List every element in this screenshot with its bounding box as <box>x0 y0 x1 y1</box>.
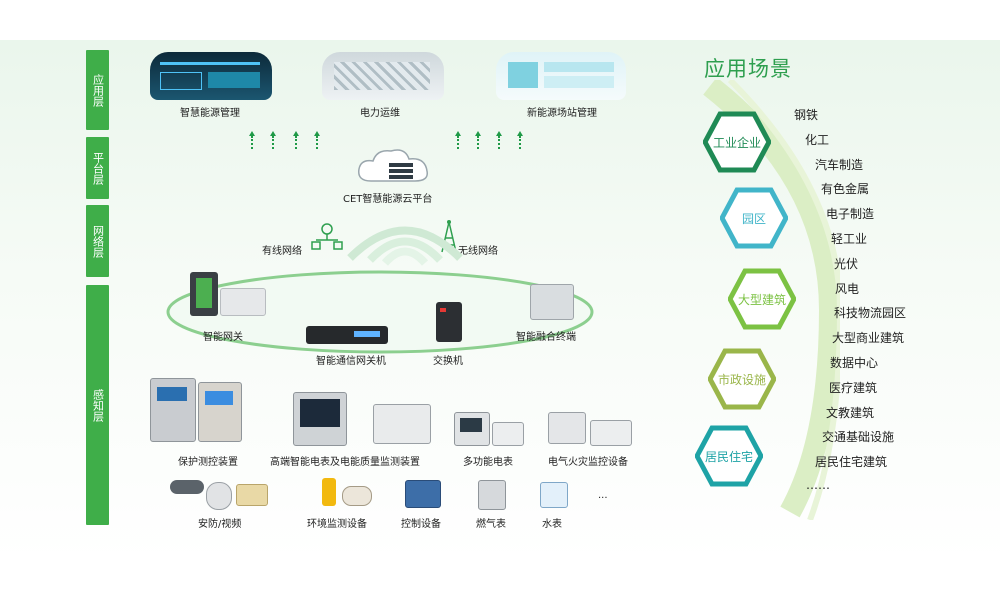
scene-hexagon-label: 园区 <box>741 212 766 226</box>
scene-hexagon <box>728 268 796 330</box>
app-label-newenergy: 新能源场站管理 <box>527 108 597 119</box>
scenes-title: 应用场景 <box>704 57 792 81</box>
scene-hexagon-label: 居民住宅 <box>704 450 753 464</box>
industry-item: 交通基础设施 <box>822 430 895 445</box>
power-quality-meter <box>293 392 347 446</box>
cloud-icon <box>358 149 428 182</box>
app-screen-ops <box>322 52 444 100</box>
device-label-switch: 交换机 <box>433 356 463 367</box>
industry-item: 汽车制造 <box>815 157 864 172</box>
up-arrow-stem <box>477 136 481 149</box>
network-ring <box>166 270 594 354</box>
switch-device <box>436 302 462 342</box>
sensing-label-meter: 高端智能电表及电能质量监测装置 <box>270 457 420 468</box>
sensing-label-fire: 电气火灾监控设备 <box>548 457 628 468</box>
gateway-module <box>220 288 266 316</box>
app-screen-newenergy <box>496 52 626 100</box>
more-devices-ellipsis: ... <box>598 490 608 501</box>
up-arrow-icon <box>249 131 255 136</box>
up-arrow-icon <box>455 131 461 136</box>
scene-hexagon-label: 市政设施 <box>717 373 766 387</box>
sensing-label-protection: 保护测控装置 <box>178 457 238 468</box>
industry-item: 文教建筑 <box>826 405 875 420</box>
camera-device <box>170 480 204 494</box>
gas-meter-device <box>478 480 506 510</box>
app-label-energy: 智慧能源管理 <box>180 108 240 119</box>
up-arrow-icon <box>496 131 502 136</box>
industry-item: 有色金属 <box>821 182 870 197</box>
dome-camera-device <box>206 482 232 510</box>
device-label-fusion-terminal: 智能融合终端 <box>516 332 576 343</box>
wired-network-icon <box>311 223 343 250</box>
industry-item: 数据中心 <box>830 356 879 370</box>
multifunction-meter-module <box>492 422 524 446</box>
device-label-comm-gateway: 智能通信网关机 <box>316 356 386 367</box>
layer-label-network: 网络层 <box>86 205 109 277</box>
scene-hexagon-label: 工业企业 <box>712 136 761 150</box>
up-arrow-icon <box>270 131 276 136</box>
water-meter-device <box>540 482 568 508</box>
comm-gateway-device <box>306 326 388 344</box>
industry-item: 科技物流园区 <box>834 306 907 321</box>
device-label-gateway: 智能网关 <box>203 332 243 343</box>
video-panel-device <box>236 484 268 506</box>
up-arrow-stem <box>251 136 255 149</box>
protection-relay-device <box>150 378 196 442</box>
up-arrow-icon <box>293 131 299 136</box>
industry-item: 光伏 <box>834 256 859 271</box>
industry-item: 居民住宅建筑 <box>815 455 888 470</box>
up-arrow-icon <box>517 131 523 136</box>
scene-hexagon <box>695 425 763 487</box>
sensing-label-gas: 燃气表 <box>476 519 506 530</box>
industry-item: 大型商业建筑 <box>832 331 905 346</box>
industry-item: 医疗建筑 <box>829 380 878 395</box>
fusion-terminal-device <box>530 284 574 320</box>
sensing-label-environment: 环境监测设备 <box>307 519 367 530</box>
sensing-label-multifunction: 多功能电表 <box>463 457 513 468</box>
layer-label-application: 应用层 <box>86 50 109 130</box>
sensing-label-control: 控制设备 <box>401 519 441 530</box>
env-sensor-device-2 <box>342 486 372 506</box>
fire-monitor-module <box>590 420 632 446</box>
up-arrow-stem <box>295 136 299 149</box>
scene-hexagon <box>708 348 776 410</box>
fire-monitor-device <box>548 412 586 444</box>
up-arrow-icon <box>314 131 320 136</box>
sensing-label-water: 水表 <box>542 519 562 530</box>
smart-meter-module <box>373 404 431 444</box>
up-arrow-stem <box>272 136 276 149</box>
industry-item: 电子制造 <box>826 207 875 222</box>
gateway-device <box>190 272 218 316</box>
up-arrow-stem <box>519 136 523 149</box>
layer-label-platform: 平台层 <box>86 137 109 199</box>
control-device <box>405 480 441 508</box>
wireless-network-label: 无线网络 <box>458 246 498 257</box>
wired-network-label: 有线网络 <box>262 246 302 257</box>
wireless-signal-icon <box>347 226 463 266</box>
up-arrow-stem <box>316 136 320 149</box>
scene-hexagon-label: 大型建筑 <box>737 293 786 307</box>
industry-item: 风电 <box>835 281 860 296</box>
up-arrow-icon <box>475 131 481 136</box>
industry-item: …… <box>806 478 830 492</box>
scene-hexagon <box>703 111 771 173</box>
industry-item: 钢铁 <box>794 108 819 122</box>
env-sensor-device <box>322 478 336 506</box>
sensing-label-security: 安防/视频 <box>198 519 242 530</box>
platform-label: CET智慧能源云平台 <box>343 194 433 205</box>
industry-item: 轻工业 <box>831 232 868 246</box>
app-screen-energy <box>150 52 272 100</box>
app-label-ops: 电力运维 <box>360 108 400 119</box>
up-arrow-stem <box>498 136 502 149</box>
wireless-tower-icon <box>441 220 457 253</box>
industry-item: 化工 <box>805 132 830 147</box>
scene-hexagon <box>720 187 788 249</box>
protection-relay-device-2 <box>198 382 242 442</box>
layer-label-sensing: 感知层 <box>86 285 109 525</box>
multifunction-meter <box>454 412 490 446</box>
up-arrow-stem <box>457 136 461 149</box>
